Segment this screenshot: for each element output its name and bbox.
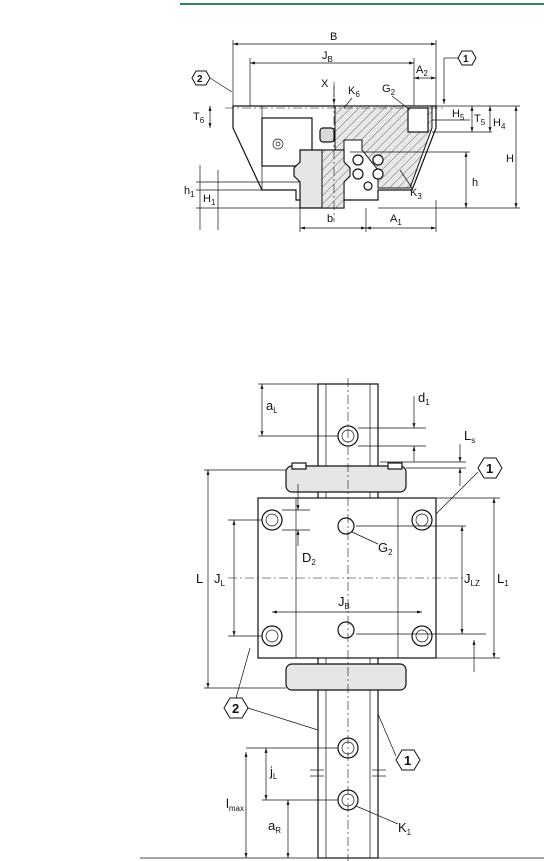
ball-3 <box>372 154 384 166</box>
callout-1-plan-bottom-text: 1 <box>404 753 411 768</box>
label-K1: K1 <box>398 820 412 837</box>
leader-G2 <box>391 95 411 111</box>
label-G2-plan: G2 <box>378 540 393 557</box>
mount-hole-tl-inner <box>265 513 279 527</box>
label-H: H <box>506 153 514 165</box>
label-lmax: lmax <box>226 796 244 813</box>
leader-1-plan-bottom <box>377 713 397 757</box>
label-JB: JB <box>322 50 333 64</box>
label-A1: A1 <box>390 213 402 227</box>
label-h1: h1 <box>184 185 195 199</box>
label-jL: jL <box>269 764 278 781</box>
lube-nipple <box>272 138 284 150</box>
plan-view: aL d1 Ls 1 L JL D2 G2 <box>140 378 544 861</box>
label-T6: T6 <box>193 111 205 125</box>
rail-hatch <box>321 149 351 209</box>
screw-head <box>319 127 335 143</box>
label-B: B <box>330 31 337 43</box>
label-T5: T5 <box>474 113 486 127</box>
label-L1: L1 <box>497 571 509 588</box>
threaded-hole <box>407 107 429 133</box>
center-hole-top <box>337 517 355 535</box>
label-H4: H4 <box>493 117 506 131</box>
center-hole-bottom <box>337 621 355 639</box>
label-H1: H1 <box>203 193 216 207</box>
label-h: h <box>472 177 478 189</box>
end-cap-bottom <box>285 663 407 691</box>
ball-2 <box>352 168 364 180</box>
label-X: X <box>321 78 329 90</box>
leader-1-plan-top <box>435 471 479 515</box>
callout-1-plan-top <box>477 457 503 479</box>
leader-K6 <box>343 97 353 109</box>
label-aR: aR <box>268 818 281 835</box>
label-A2: A2 <box>416 64 428 78</box>
leader-2-section <box>209 77 233 93</box>
label-JL: JL <box>214 571 226 588</box>
mount-hole-bl <box>261 625 283 647</box>
label-Ls: Ls <box>464 428 475 445</box>
leader-2-plan-up <box>235 647 251 699</box>
mount-hole-tr <box>411 509 433 531</box>
label-L: L <box>196 571 203 586</box>
label-K3: K3 <box>410 187 422 201</box>
label-d1: d1 <box>418 390 430 407</box>
mount-hole-br <box>411 625 433 647</box>
lube-nipple-core <box>275 141 281 147</box>
label-H5: H5 <box>452 108 465 122</box>
callout-1-plan-top-text: 1 <box>486 461 493 476</box>
leader-2-plan-right <box>247 707 319 731</box>
label-JLZ: JLZ <box>464 571 480 588</box>
mount-hole-tl <box>261 509 283 531</box>
label-aL: aL <box>266 398 278 415</box>
callout-1-plan-bottom <box>395 749 421 771</box>
label-G2: G2 <box>382 83 396 97</box>
wiper-top-right <box>387 462 403 470</box>
cross-section-view: B JB A2 X K6 G2 1 2 T6 H5 <box>184 31 520 232</box>
ball-5 <box>363 181 373 191</box>
wiper-top-left <box>291 462 307 470</box>
leader-G2-plan <box>351 531 379 545</box>
leader-K1 <box>355 805 399 825</box>
mount-hole-bl-inner <box>265 629 279 643</box>
label-b: b <box>327 213 333 225</box>
callout-1-section-text: 1 <box>463 54 469 65</box>
ball-1 <box>352 154 364 166</box>
label-K6: K6 <box>348 85 360 99</box>
callout-2-plan-text: 2 <box>232 701 239 716</box>
ball-4 <box>372 168 384 180</box>
leader-K3 <box>399 169 413 189</box>
callout-1-section <box>457 50 477 66</box>
label-JB-plan: JB <box>338 594 350 611</box>
end-cap-top <box>285 465 407 493</box>
mount-hole-br-inner <box>415 629 429 643</box>
callout-2-section-text: 2 <box>197 74 203 85</box>
label-D2: D2 <box>302 550 316 567</box>
